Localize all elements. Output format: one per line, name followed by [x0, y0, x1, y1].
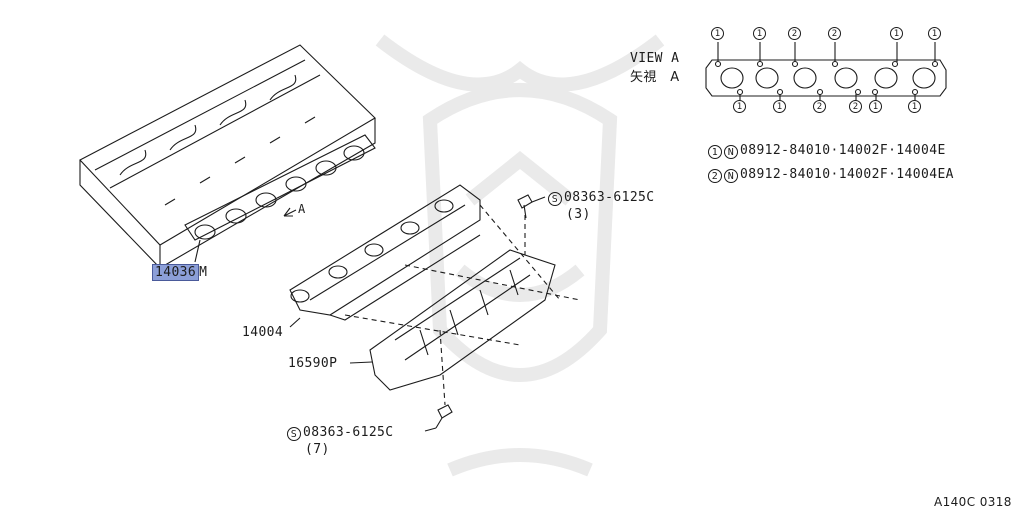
dashed-guide-lines	[344, 204, 581, 406]
legend-1-mark: 1	[708, 145, 722, 159]
view-a-bottom-number: 2	[849, 100, 862, 113]
highlighted-part-number[interactable]: 14036	[152, 264, 200, 281]
manifold-gasket-shape	[184, 134, 376, 263]
heat-shield-shape	[349, 249, 556, 391]
view-a-bottom-number: 1	[869, 100, 882, 113]
legend-1-text: 08912-84010·14002F·14004E	[740, 143, 946, 158]
part-label-16590p[interactable]: 16590P	[288, 356, 338, 371]
bolt-bottom-shape	[424, 404, 453, 432]
view-a-top-number: 2	[828, 27, 841, 40]
view-a-title-jp: 矢視 A	[630, 70, 680, 85]
diagram-code: A140C 0318	[934, 495, 1012, 509]
nut-n-mark: N	[724, 169, 738, 183]
cylinder-head-shape	[79, 44, 376, 270]
view-a-title-en: VIEW A	[630, 51, 680, 66]
watermark-emblem	[375, 34, 665, 477]
view-a-top-number: 1	[928, 27, 941, 40]
view-a-top-number: 2	[788, 27, 801, 40]
bolt-top-code: 08363-6125C	[564, 190, 655, 205]
bolt-top-qty: (3)	[566, 207, 591, 222]
part-suffix: M	[199, 265, 208, 280]
view-a-top-number: 1	[890, 27, 903, 40]
view-arrow	[283, 207, 297, 217]
view-a-gasket-shape	[705, 42, 947, 100]
view-a-bottom-number: 1	[733, 100, 746, 113]
bolt-bottom-qty: (7)	[305, 442, 330, 457]
legend-2-mark: 2	[708, 169, 722, 183]
part-label-14004[interactable]: 14004	[242, 325, 284, 340]
bolt-s-mark: S	[287, 427, 301, 441]
view-a-bottom-number: 1	[908, 100, 921, 113]
view-a-bottom-number: 2	[813, 100, 826, 113]
view-arrow-label: A	[298, 202, 306, 216]
exhaust-manifold-shape	[289, 184, 481, 328]
legend-2-text: 08912-84010·14002F·14004EA	[740, 167, 954, 182]
view-a-bottom-number: 1	[773, 100, 786, 113]
view-a-top-number: 1	[753, 27, 766, 40]
view-a-top-number: 1	[711, 27, 724, 40]
bolt-s-mark: S	[548, 192, 562, 206]
bolt-top-shape	[517, 194, 546, 219]
bolt-bottom-code: 08363-6125C	[303, 425, 394, 440]
nut-n-mark: N	[724, 145, 738, 159]
